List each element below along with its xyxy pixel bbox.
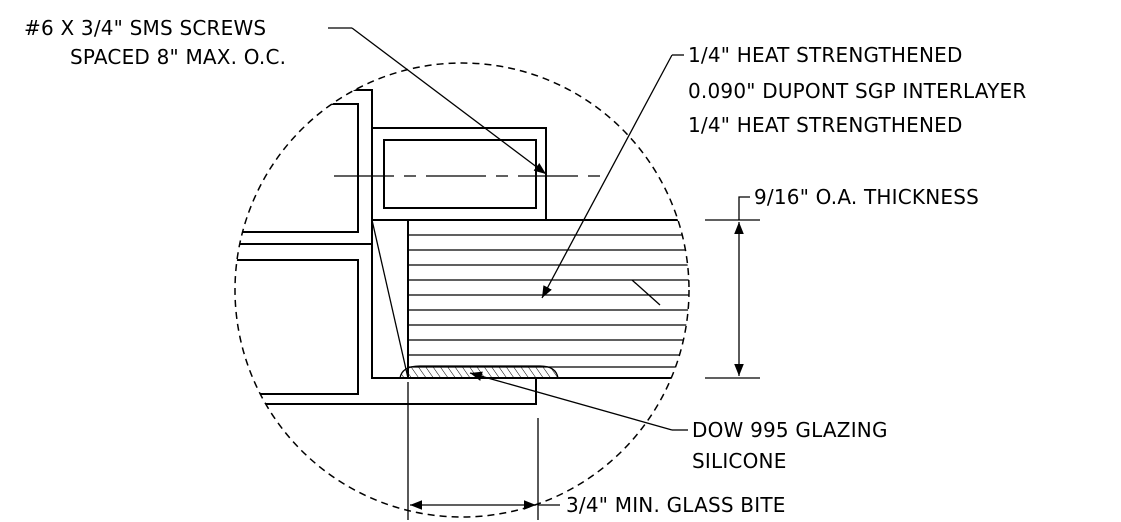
glass-bite-callout: 3/4" MIN. GLASS BITE bbox=[566, 493, 786, 517]
glass-callout-line3: 1/4" HEAT STRENGTHENED bbox=[688, 113, 963, 137]
screws-callout-line2: SPACED 8" MAX. O.C. bbox=[70, 45, 286, 69]
glass-callout-line2: 0.090" DUPONT SGP INTERLAYER bbox=[688, 79, 1027, 103]
silicone-callout-line1: DOW 995 GLAZING bbox=[692, 418, 888, 442]
glass-bite-dimension bbox=[407, 382, 560, 520]
screw-leader bbox=[328, 27, 547, 175]
silicone-callout-line2: SILICONE bbox=[692, 449, 787, 473]
silicone-leader bbox=[469, 371, 688, 431]
detail-boundary-circle bbox=[234, 62, 690, 518]
thickness-dimension bbox=[705, 196, 760, 379]
screws-callout-line1: #6 X 3/4" SMS SCREWS bbox=[24, 16, 266, 40]
mullion-framing bbox=[235, 89, 689, 405]
glass-callout-line1: 1/4" HEAT STRENGTHENED bbox=[688, 43, 963, 67]
thickness-callout: 9/16" O.A. THICKNESS bbox=[754, 185, 979, 209]
glass-leader bbox=[541, 54, 684, 299]
